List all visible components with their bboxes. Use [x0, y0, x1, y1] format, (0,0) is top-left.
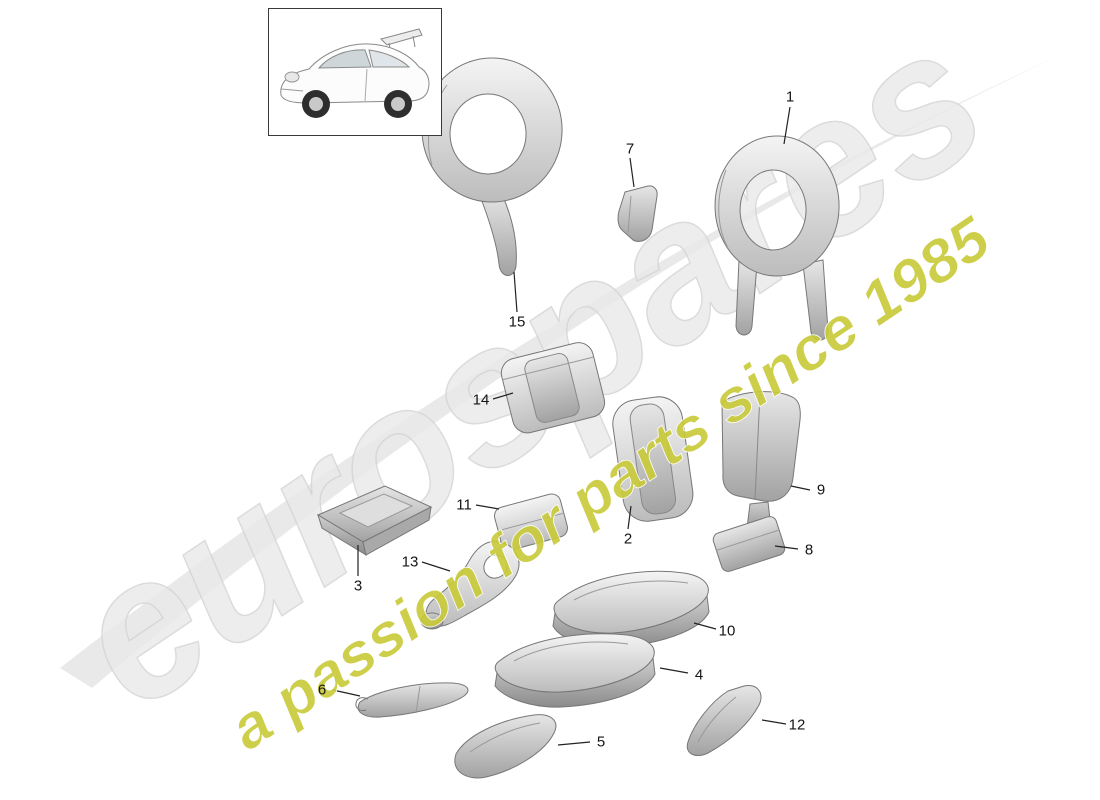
- callout-5[interactable]: 5: [596, 733, 606, 751]
- callout-15[interactable]: 15: [508, 313, 526, 331]
- callout-12[interactable]: 12: [788, 716, 806, 734]
- part-11-shape: [493, 493, 569, 551]
- vehicle-thumbnail: [268, 8, 442, 136]
- part-14-shape: [500, 342, 606, 434]
- part-12-shape: [686, 684, 762, 756]
- leader-line-9: [790, 485, 811, 491]
- callout-4[interactable]: 4: [694, 666, 704, 684]
- leader-line-4: [659, 667, 689, 674]
- callout-1[interactable]: 1: [785, 88, 795, 106]
- part-5-shape: [454, 714, 557, 779]
- callout-10[interactable]: 10: [718, 622, 736, 640]
- callout-9[interactable]: 9: [816, 481, 826, 499]
- callout-13[interactable]: 13: [401, 553, 419, 571]
- part-8-shape: [712, 516, 786, 572]
- leader-line-6: [332, 689, 361, 697]
- car-front-intake: [280, 88, 304, 92]
- leader-line-5: [557, 741, 591, 746]
- part-13-shape: [420, 540, 520, 630]
- part-7-shape: [617, 185, 658, 242]
- callout-3[interactable]: 3: [353, 577, 363, 595]
- leader-line-7: [629, 157, 635, 188]
- leader-line-12: [761, 719, 787, 725]
- callout-14[interactable]: 14: [472, 391, 490, 409]
- car-door-line: [364, 68, 368, 102]
- leader-line-8: [774, 545, 799, 550]
- leader-line-1: [783, 106, 791, 145]
- leader-line-10: [693, 622, 717, 630]
- car-illustration: [280, 28, 430, 118]
- car-side-window: [368, 49, 411, 68]
- callout-6[interactable]: 6: [317, 681, 327, 699]
- leader-line-11: [475, 504, 500, 510]
- swoosh-graphic: [60, 55, 1060, 688]
- callout-2[interactable]: 2: [623, 530, 633, 548]
- car-front-wheel: [302, 90, 330, 118]
- leader-line-15: [513, 271, 518, 313]
- part-3-shape: [316, 485, 433, 557]
- car-rear-wheel: [384, 90, 412, 118]
- car-headlight: [284, 71, 300, 83]
- leader-lines: [332, 106, 811, 746]
- callout-11[interactable]: 11: [456, 496, 472, 514]
- part-2-shape: [612, 396, 694, 522]
- callout-8[interactable]: 8: [804, 541, 814, 559]
- car-windshield: [317, 49, 372, 69]
- part-1-shape: [714, 135, 840, 341]
- leader-line-13: [421, 561, 451, 572]
- leader-line-14: [492, 392, 514, 400]
- part-6-shape: [355, 682, 469, 718]
- callout-7[interactable]: 7: [625, 140, 635, 158]
- part-4-shape: [494, 633, 656, 708]
- leader-line-2: [627, 505, 632, 530]
